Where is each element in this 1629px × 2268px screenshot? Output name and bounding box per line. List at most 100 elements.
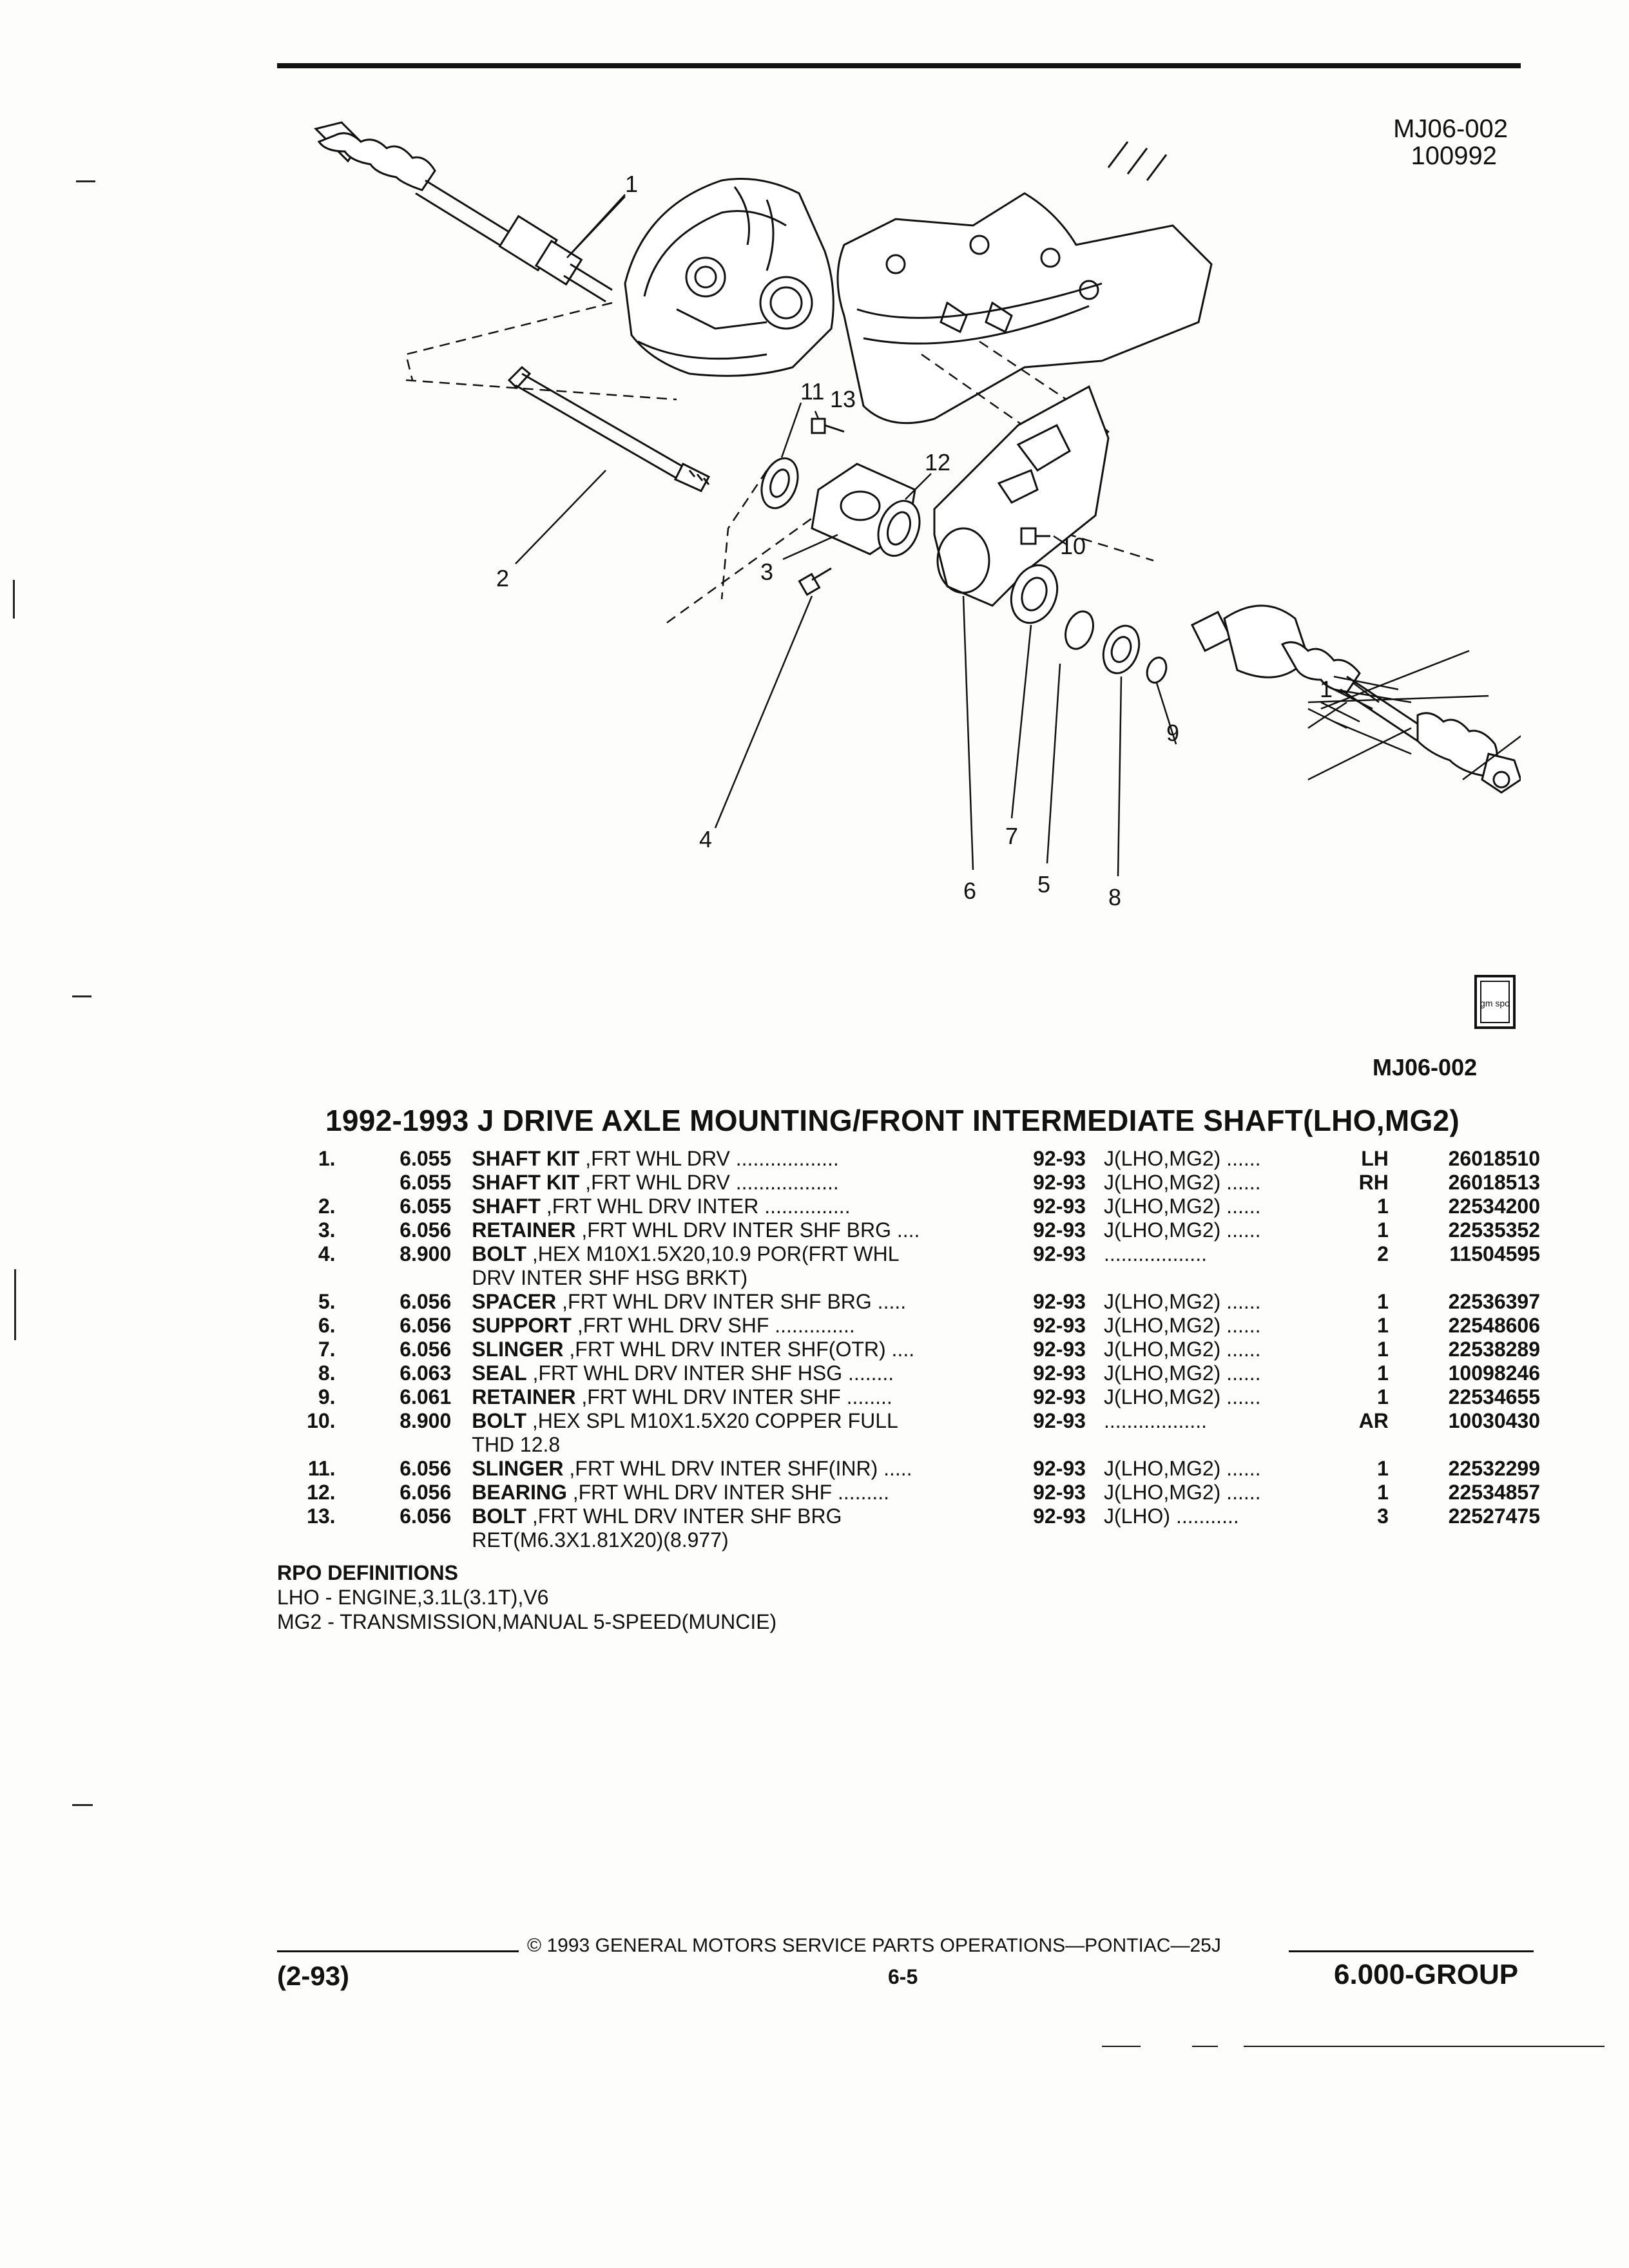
figure-caption: MJ06-002	[1373, 1054, 1478, 1081]
item-number: 2.	[318, 1195, 336, 1218]
margin-mark	[72, 1804, 93, 1806]
item-number: 5.	[318, 1290, 336, 1313]
callout-3: 3	[760, 559, 773, 585]
model-years: 92-93	[1033, 1385, 1086, 1408]
application: ..................	[1103, 1409, 1207, 1432]
part-number: 22535352	[1448, 1218, 1540, 1242]
part-description: BOLT ,HEX SPL M10X1.5X20 COPPER FULL	[472, 1409, 898, 1432]
bottom-rule-dash	[1102, 2046, 1141, 2047]
application: J(LHO,MG2) ......	[1103, 1457, 1261, 1480]
application: J(LHO,MG2) ......	[1103, 1218, 1261, 1242]
callout-5: 5	[1037, 871, 1050, 898]
model-years: 92-93	[1033, 1147, 1086, 1170]
parts-row: 6. 6.056 SUPPORT ,FRT WHL DRV SHF ........…	[277, 1314, 1540, 1338]
model-years: 92-93	[1033, 1409, 1086, 1432]
part-description: SLINGER ,FRT WHL DRV INTER SHF(INR) ....…	[472, 1457, 912, 1480]
callout-8: 8	[1108, 884, 1121, 910]
quantity: 1	[1377, 1361, 1389, 1385]
item-number: 11.	[307, 1457, 336, 1480]
item-number: 12.	[307, 1481, 336, 1504]
item-number: 6.	[318, 1314, 336, 1337]
exploded-parts-diagram: 1 1 2 3 4 5 6 7 8 9 10 11 13 12 gm spo	[314, 121, 1521, 1029]
part-number: 10098246	[1448, 1361, 1540, 1385]
part-description: BOLT ,FRT WHL DRV INTER SHF BRG	[472, 1504, 842, 1528]
callout-2: 2	[496, 565, 509, 591]
shaft-retainer	[1146, 657, 1168, 684]
part-description: RETAINER ,FRT WHL DRV INTER SHF BRG ....	[472, 1218, 920, 1242]
part-number: 22534200	[1448, 1195, 1540, 1218]
model-years: 92-93	[1033, 1195, 1086, 1218]
group-number: 6.056	[400, 1314, 452, 1337]
application: ..................	[1103, 1242, 1207, 1265]
quantity: AR	[1358, 1409, 1389, 1432]
application: J(LHO,MG2) ......	[1103, 1481, 1261, 1504]
rpo-definitions: RPO DEFINITIONS LHO - ENGINE,3.1L(3.1T),…	[277, 1561, 776, 1634]
part-description: THD 12.8	[472, 1433, 561, 1456]
retainer-bolt	[811, 418, 845, 434]
application: J(LHO,MG2) ......	[1103, 1385, 1261, 1408]
part-description: SLINGER ,FRT WHL DRV INTER SHF(OTR) ....	[472, 1338, 915, 1361]
application: J(LHO,MG2) ......	[1103, 1338, 1261, 1361]
item-number: 10.	[307, 1409, 336, 1432]
group-number: 6.056	[400, 1290, 452, 1313]
part-number: 22534857	[1448, 1481, 1540, 1504]
part-number: 26018513	[1448, 1171, 1540, 1194]
quantity: LH	[1361, 1147, 1389, 1170]
figure-id: MJ06-002	[1393, 115, 1508, 143]
rpo-heading: RPO DEFINITIONS	[277, 1561, 458, 1584]
slinger-inner	[760, 457, 799, 510]
part-description: SUPPORT ,FRT WHL DRV SHF ..............	[472, 1314, 855, 1337]
quantity: 1	[1377, 1481, 1389, 1504]
parts-row: THD 12.8	[277, 1433, 1540, 1457]
quantity: 1	[1377, 1290, 1389, 1313]
item-number: 9.	[318, 1385, 336, 1408]
application: J(LHO,MG2) ......	[1103, 1361, 1261, 1385]
model-years: 92-93	[1033, 1338, 1086, 1361]
date-code: 100992	[1411, 142, 1497, 170]
item-number	[277, 1528, 336, 1552]
model-years	[1003, 1528, 1086, 1552]
part-number	[1389, 1433, 1540, 1457]
model-years: 92-93	[1033, 1314, 1086, 1337]
group-number: 6.055	[400, 1195, 452, 1218]
part-number: 22534655	[1448, 1385, 1540, 1408]
application: J(LHO,MG2) ......	[1103, 1147, 1261, 1170]
item-number	[277, 1266, 336, 1290]
engine-block	[836, 141, 1213, 425]
model-years: 92-93	[1033, 1171, 1086, 1194]
quantity: 1	[1377, 1385, 1389, 1408]
application: J(LHO,MG2) ......	[1103, 1195, 1261, 1218]
model-years: 92-93	[1033, 1290, 1086, 1313]
part-description: SHAFT KIT ,FRT WHL DRV .................…	[472, 1147, 839, 1170]
rpo-line: MG2 - TRANSMISSION,MANUAL 5-SPEED(MUNCIE…	[277, 1610, 777, 1633]
quantity: 1	[1377, 1338, 1389, 1361]
top-rule	[277, 63, 1521, 68]
section-title: 1992-1993 J DRIVE AXLE MOUNTING/FRONT IN…	[325, 1104, 1460, 1137]
footer-date: (2-93)	[277, 1961, 350, 1991]
rpo-line: LHO - ENGINE,3.1L(3.1T),V6	[277, 1586, 549, 1609]
callout-4: 4	[699, 826, 712, 852]
group-label: 6.000-GROUP	[1334, 1959, 1519, 1990]
group-number: 6.056	[400, 1218, 452, 1242]
part-description: BEARING ,FRT WHL DRV INTER SHF .........	[472, 1481, 890, 1504]
svg-text:gm spo: gm spo	[1480, 998, 1510, 1008]
part-number: 11504595	[1449, 1242, 1540, 1265]
housing-seal	[1102, 624, 1141, 675]
group-number	[336, 1528, 452, 1552]
group-number: 6.056	[400, 1457, 452, 1480]
application: J(LHO,MG2) ......	[1103, 1314, 1261, 1337]
group-number: 6.063	[400, 1361, 452, 1385]
callout-1-left: 1	[625, 171, 638, 197]
part-number: 22527475	[1448, 1504, 1540, 1528]
model-years	[1003, 1266, 1086, 1290]
group-number: 8.900	[400, 1242, 452, 1265]
item-number	[277, 1433, 336, 1457]
item-number: 3.	[318, 1218, 336, 1242]
model-years: 92-93	[1033, 1218, 1086, 1242]
item-number: 13.	[307, 1504, 336, 1528]
model-years: 92-93	[1033, 1361, 1086, 1385]
